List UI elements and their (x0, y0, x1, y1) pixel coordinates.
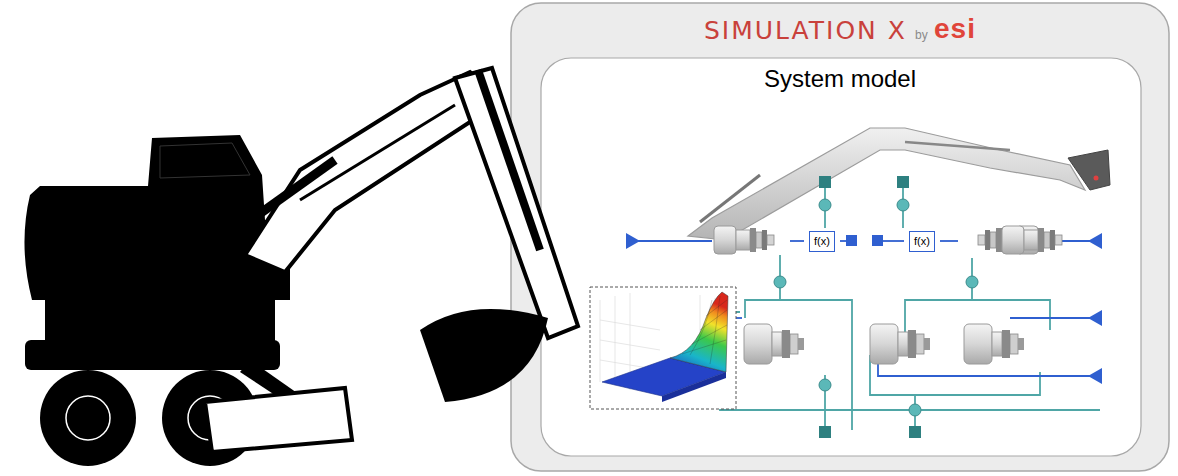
arm-cylinder (905, 142, 1010, 150)
inset-frame (590, 287, 736, 409)
hydraulic-lines (720, 186, 1100, 430)
signal-line (1010, 317, 1090, 319)
joint (1094, 176, 1099, 181)
control-valve (714, 226, 774, 254)
function-label: f(x) (914, 235, 930, 247)
hose (300, 105, 455, 200)
chassis (45, 300, 275, 345)
panel-shape (511, 3, 1169, 471)
surface-plot (590, 287, 736, 409)
boom-cylinder (230, 160, 335, 235)
valves (714, 226, 1062, 364)
output-square (872, 235, 883, 246)
pressure-valve (964, 324, 1024, 364)
function-label: f(x) (814, 235, 830, 247)
boom (245, 72, 495, 272)
system-panel: System model f(x) f(x) (511, 3, 1169, 471)
signal-line (940, 240, 958, 242)
boom-arm (688, 128, 1085, 240)
input-triangle (1088, 310, 1102, 326)
logo-text: by (915, 29, 928, 41)
input-triangle (1088, 368, 1102, 384)
surface-wall (670, 292, 728, 372)
hydraulic-line (745, 255, 780, 318)
surface-edge (662, 372, 726, 402)
boom-cylinder (700, 175, 760, 222)
inner-panel (541, 58, 1141, 456)
logo-text: esi (934, 15, 976, 43)
function-block: f(x) (809, 231, 835, 252)
sensor-dot (966, 276, 978, 288)
panel-title: System model (511, 65, 1169, 94)
signal-line (790, 240, 804, 242)
dipper-arm (455, 68, 578, 338)
output-square (846, 235, 857, 246)
input-triangle (1088, 233, 1102, 249)
port-square (909, 426, 921, 438)
wheel (40, 370, 136, 466)
panel-ground (511, 3, 1169, 471)
excavator-silhouette (24, 68, 578, 466)
cab-window (160, 143, 250, 178)
sensors (774, 199, 978, 416)
function-block: f(x) (909, 231, 935, 252)
sensor-dot (819, 379, 831, 391)
input-triangle (626, 233, 640, 249)
bucket (1068, 150, 1110, 190)
boom-illustration (688, 128, 1110, 242)
logo-text: SIMULATION X (704, 18, 907, 43)
pressure-valve (870, 324, 930, 364)
dozer-blade (205, 388, 352, 452)
sensor-dot (897, 199, 909, 211)
pressure-valve (744, 324, 804, 364)
wheel-hub (66, 396, 110, 440)
fenders (25, 340, 280, 370)
ports (819, 176, 921, 438)
bucket (420, 309, 548, 402)
arm-cylinder (478, 70, 540, 250)
control-valve (1002, 226, 1062, 254)
port-square (819, 176, 831, 188)
sensor-dot (909, 404, 921, 416)
signal-line (632, 240, 712, 242)
port-square (897, 176, 909, 188)
surface-mesh (682, 296, 727, 364)
port-square (819, 426, 831, 438)
signal-line (880, 240, 904, 242)
sensor-dot (774, 276, 786, 288)
hydraulic-line (720, 312, 1100, 410)
sensor-dot (819, 199, 831, 211)
